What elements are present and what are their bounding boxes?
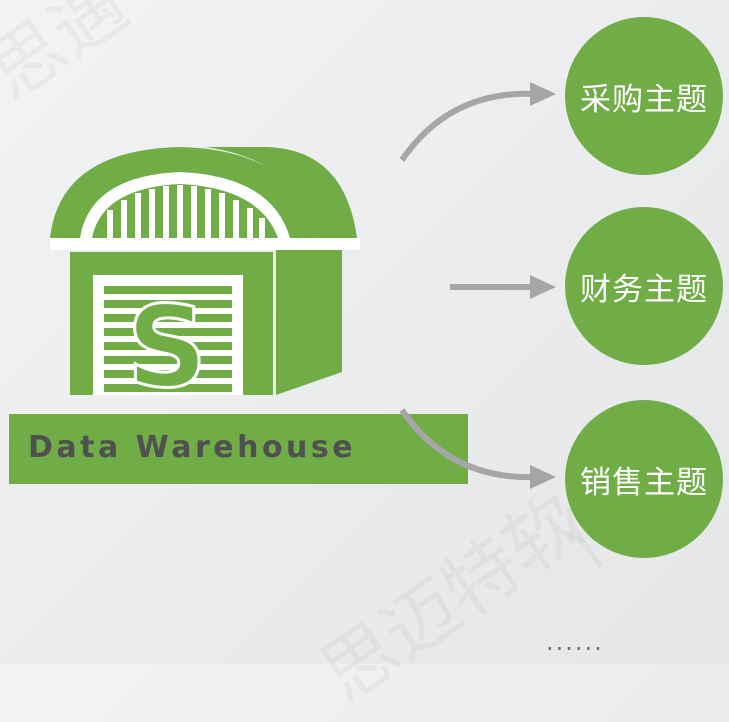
warehouse-label: Data Warehouse bbox=[28, 430, 357, 465]
warehouse-side-wall bbox=[276, 250, 342, 395]
warehouse-roof-side bbox=[205, 147, 357, 240]
more-ellipsis: ...... bbox=[546, 628, 604, 656]
door-slats bbox=[104, 286, 232, 392]
topic-purchase: 采购主题 bbox=[565, 17, 723, 175]
warehouse-icon: S bbox=[50, 147, 357, 413]
arrow-to-purchase bbox=[399, 90, 536, 162]
warehouse-label-band bbox=[9, 414, 468, 484]
door-letter-s: S bbox=[127, 283, 208, 413]
arch-ribs bbox=[107, 185, 265, 238]
arrows-layer bbox=[399, 82, 556, 489]
topic-finance: 财务主题 bbox=[565, 207, 723, 365]
topic-sales: 销售主题 bbox=[565, 400, 723, 558]
arrow-to-sales bbox=[399, 408, 536, 481]
